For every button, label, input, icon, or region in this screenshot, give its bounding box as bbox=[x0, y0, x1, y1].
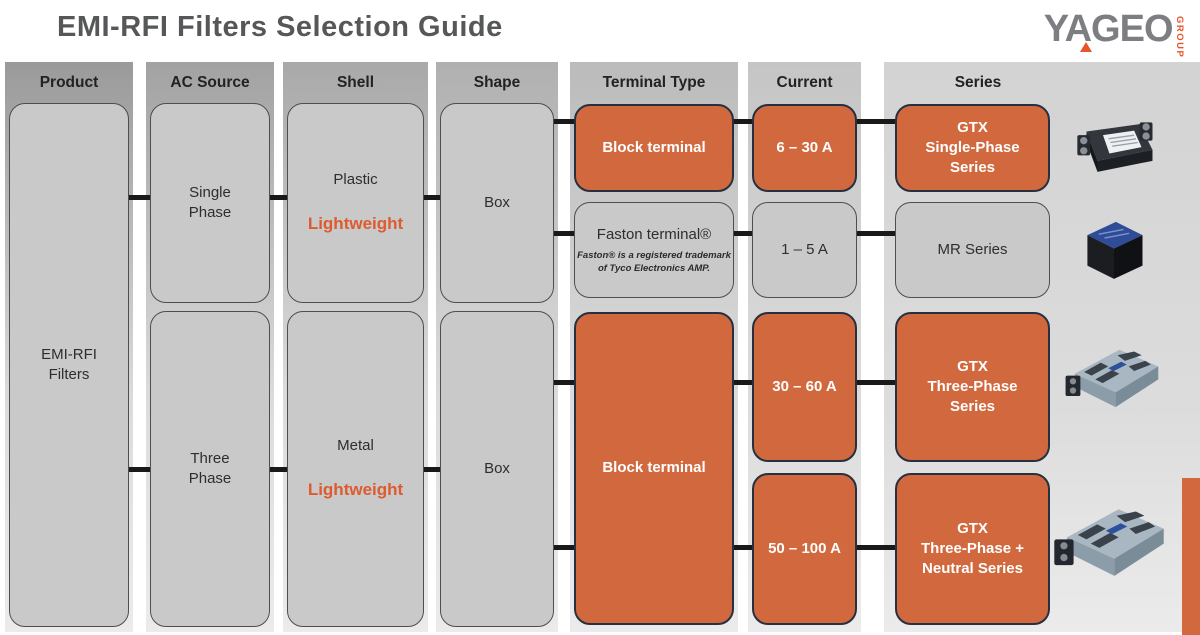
node-three-phase: Three Phase bbox=[150, 311, 270, 627]
connector-6-30-to-gtx-single bbox=[855, 119, 899, 124]
shell-material-label: Plastic bbox=[333, 171, 378, 189]
node-shell-metal: Metal Lightweight bbox=[287, 311, 424, 627]
node-shell-plastic: Plastic Lightweight bbox=[287, 103, 424, 303]
node-emi-rfi-filters: EMI-RFI Filters bbox=[9, 103, 129, 627]
connector-single-phase-to-plastic bbox=[268, 195, 291, 200]
node-current-30-60a: 30 – 60 A bbox=[752, 312, 857, 462]
connector-box-to-block-terminal-top bbox=[552, 119, 578, 124]
column-header-product: Product bbox=[39, 74, 99, 91]
connector-plastic-to-box bbox=[422, 195, 444, 200]
shell-weight-label: Lightweight bbox=[307, 213, 404, 233]
node-block-terminal-bottom: Block terminal bbox=[574, 312, 734, 625]
connector-product-to-three-phase bbox=[127, 467, 154, 472]
yageo-logo-group-text: GROUP bbox=[1174, 16, 1185, 59]
gtx-single-phase-filter-photo bbox=[1068, 115, 1160, 181]
column-header-terminal-type: Terminal Type bbox=[602, 74, 706, 91]
connector-three-phase-to-metal bbox=[268, 467, 291, 472]
yageo-logo-a-triangle bbox=[1079, 42, 1092, 53]
connector-30-60-to-gtx-three bbox=[855, 380, 899, 385]
right-edge-accent-bar bbox=[1182, 478, 1200, 635]
column-header-ac-source: AC Source bbox=[170, 74, 250, 91]
yageo-logo: YAGEO GROUP bbox=[1043, 8, 1185, 59]
node-faston-terminal: Faston terminal® Faston® is a registered… bbox=[574, 202, 734, 298]
shell-weight-label: Lightweight bbox=[307, 479, 404, 499]
gtx-three-phase-filter-photo bbox=[1060, 340, 1162, 428]
node-series-mr: MR Series bbox=[895, 202, 1050, 298]
node-current-6-30a: 6 – 30 A bbox=[752, 104, 857, 192]
yageo-logo-text: YAGEO bbox=[1043, 8, 1174, 50]
node-single-phase: Single Phase bbox=[150, 103, 270, 303]
connector-metal-to-box bbox=[422, 467, 444, 472]
column-header-shell: Shell bbox=[336, 74, 375, 91]
connector-block-terminal-to-6-30 bbox=[732, 119, 756, 124]
connector-box-to-block-terminal-bottom-1 bbox=[552, 380, 578, 385]
connector-1-5-to-mr-series bbox=[855, 231, 899, 236]
node-shape-box-bottom: Box bbox=[440, 311, 554, 627]
faston-terminal-label: Faston terminal® bbox=[596, 226, 712, 244]
node-series-gtx-three-phase: GTX Three-Phase Series bbox=[895, 312, 1050, 462]
mr-series-filter-photo bbox=[1076, 212, 1152, 284]
node-shape-box-top: Box bbox=[440, 103, 554, 303]
node-series-gtx-single-phase: GTX Single-Phase Series bbox=[895, 104, 1050, 192]
column-header-series: Series bbox=[954, 74, 1002, 91]
node-series-gtx-three-phase-neutral: GTX Three-Phase + Neutral Series bbox=[895, 473, 1050, 625]
connector-block-terminal-to-50-100 bbox=[732, 545, 756, 550]
connector-product-to-single-phase bbox=[127, 195, 154, 200]
connector-50-100-to-gtx-three-neutral bbox=[855, 545, 899, 550]
connector-faston-to-1-5 bbox=[732, 231, 756, 236]
node-current-50-100a: 50 – 100 A bbox=[752, 473, 857, 625]
gtx-three-phase-neutral-filter-photo bbox=[1050, 498, 1168, 600]
faston-trademark-footnote: Faston® is a registered trademark of Tyc… bbox=[577, 250, 731, 274]
connector-block-terminal-to-30-60 bbox=[732, 380, 756, 385]
column-header-shape: Shape bbox=[473, 74, 521, 91]
connector-box-to-block-terminal-bottom-2 bbox=[552, 545, 578, 550]
page-title: EMI-RFI Filters Selection Guide bbox=[57, 11, 503, 43]
node-current-1-5a: 1 – 5 A bbox=[752, 202, 857, 298]
shell-material-label: Metal bbox=[337, 437, 374, 455]
node-block-terminal-top: Block terminal bbox=[574, 104, 734, 192]
column-header-current: Current bbox=[776, 74, 833, 91]
connector-box-to-faston bbox=[552, 231, 578, 236]
